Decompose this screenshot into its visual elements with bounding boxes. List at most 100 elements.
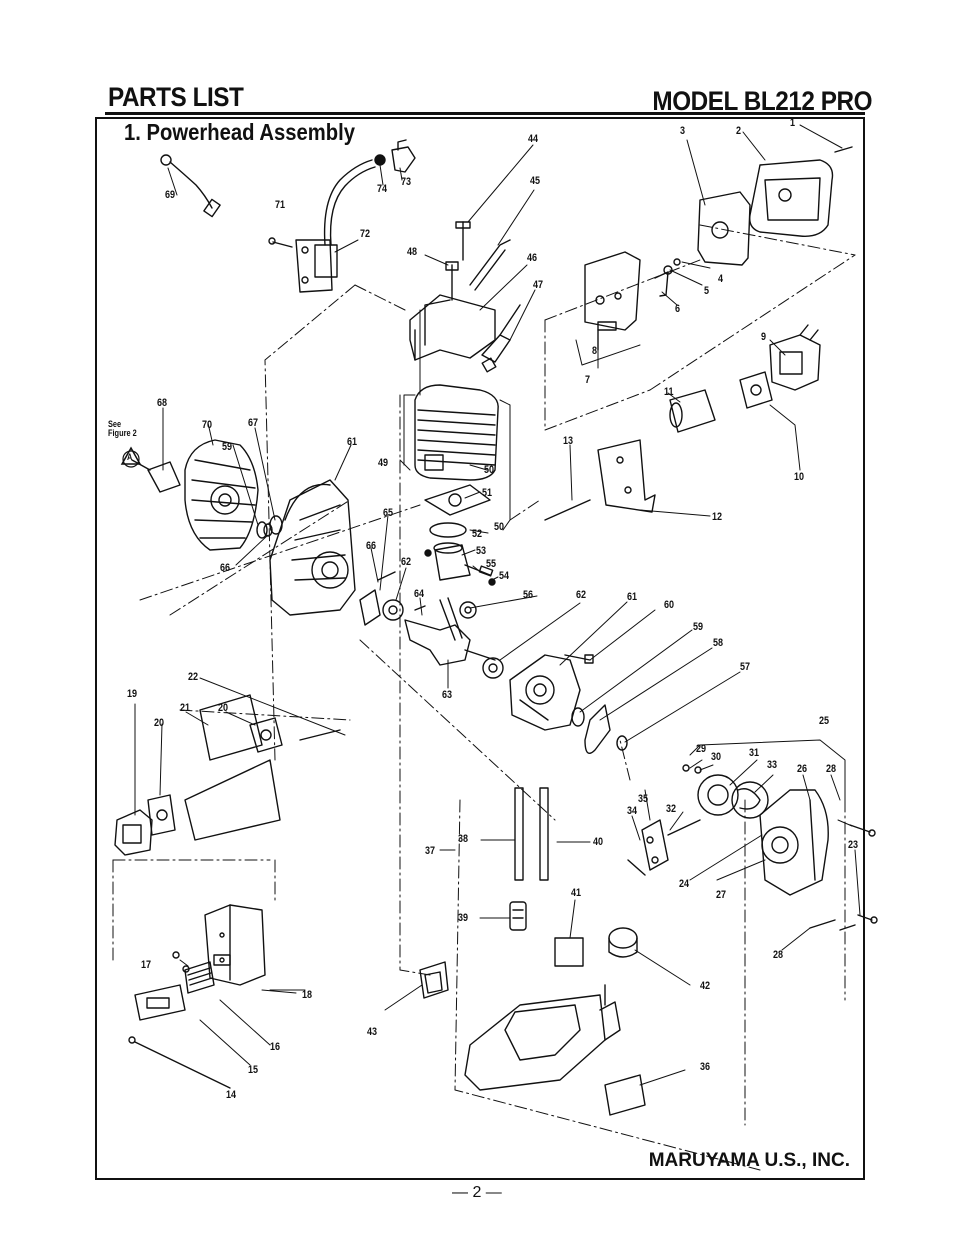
callout-61-left: 61 <box>347 436 358 448</box>
part-44-screw <box>455 221 471 261</box>
part-33-spring <box>731 781 769 819</box>
callout-19: 19 <box>127 688 138 700</box>
callout-46: 46 <box>527 252 538 264</box>
callout-16: 16 <box>270 1041 281 1053</box>
part-46-shroud <box>409 294 496 361</box>
section-title: 1. Powerhead Assembly <box>124 119 355 145</box>
callout-28-top: 28 <box>826 763 837 775</box>
callout-30: 30 <box>711 751 722 763</box>
callout-59-right: 59 <box>693 621 704 633</box>
part-39-filter <box>509 901 527 931</box>
part-51-gasket <box>424 484 491 516</box>
part-61-crankcase <box>269 479 356 616</box>
part-34-35-handle <box>627 819 669 876</box>
callout-43: 43 <box>367 1026 378 1038</box>
callout-35: 35 <box>638 793 649 805</box>
part-62-bearing-right <box>482 657 504 679</box>
callout-66-right: 66 <box>366 540 377 552</box>
callout-40: 40 <box>593 836 604 848</box>
part-58-57-drive <box>571 704 628 754</box>
callout-45: 45 <box>530 175 541 187</box>
part-12-plate <box>597 439 656 513</box>
callout-68: 68 <box>157 397 168 409</box>
part-10-gasket <box>739 371 773 409</box>
callout-73: 73 <box>401 176 412 188</box>
part-47-spark-plug <box>481 304 521 373</box>
part-69-cable <box>160 154 221 218</box>
callout-48: 48 <box>407 246 418 258</box>
callout-72: 72 <box>360 228 371 240</box>
part-61-crankcase-right <box>509 654 581 731</box>
part-48-bolt <box>445 261 459 301</box>
part-73-plug-cap <box>391 139 416 173</box>
callout-15: 15 <box>248 1064 259 1076</box>
part-43-mount <box>419 961 449 999</box>
callout-1: 1 <box>790 117 796 129</box>
part-49-cylinder <box>414 384 499 481</box>
callout-10: 10 <box>794 471 805 483</box>
part-40-fuel-line <box>539 787 549 881</box>
footer-company: MARUYAMA U.S., INC. <box>648 1150 850 1171</box>
callout-11: 11 <box>664 386 674 398</box>
callout-61-right: 61 <box>627 591 638 603</box>
part-26-starter-housing <box>759 789 829 896</box>
part-19-heat-block <box>114 809 153 856</box>
callout-28-bottom: 28 <box>773 949 784 961</box>
callout-67: 67 <box>248 417 259 429</box>
callout-54: 54 <box>499 570 510 582</box>
callout-41: 41 <box>571 887 582 899</box>
part-62-bearing <box>382 599 404 621</box>
callout-32: 32 <box>666 803 677 815</box>
callout-23: 23 <box>848 839 859 851</box>
callout-14: 14 <box>226 1089 237 1101</box>
callout-74: 74 <box>377 183 388 195</box>
part-3-air-filter <box>697 191 751 266</box>
part-32-rope <box>667 819 701 836</box>
part-2-air-cleaner-cover <box>749 159 834 237</box>
callout-55: 55 <box>486 558 497 570</box>
callout-42: 42 <box>700 980 711 992</box>
diagram-frame <box>95 117 865 1180</box>
callout-58: 58 <box>713 637 724 649</box>
callout-66-left: 66 <box>220 562 231 574</box>
part-21-22-shield <box>184 694 341 841</box>
callout-53: 53 <box>476 545 487 557</box>
part-23-28-screws <box>809 824 878 931</box>
callout-20-right: 20 <box>218 702 229 714</box>
callout-65: 65 <box>383 507 394 519</box>
callout-62-right: 62 <box>576 589 587 601</box>
part-52-ring <box>429 522 467 538</box>
part-45-wire <box>469 239 511 291</box>
callout-20-left: 20 <box>154 717 165 729</box>
part-74-grommet <box>374 154 386 166</box>
part-70-flywheel <box>184 439 259 551</box>
callout-25: 25 <box>819 715 830 727</box>
callout-49: 49 <box>378 457 389 469</box>
part-20-gasket <box>249 717 283 753</box>
callout-26: 26 <box>797 763 808 775</box>
circle-a-label: A <box>127 452 133 462</box>
part-31-pulley <box>697 774 739 816</box>
callout-7: 7 <box>585 374 591 386</box>
part-72-ignition-coil <box>295 159 376 293</box>
part-64-key <box>414 605 426 611</box>
callout-27: 27 <box>716 889 727 901</box>
assembly-boundary-lines <box>112 224 856 1171</box>
callout-39: 39 <box>458 912 469 924</box>
part-15-cover <box>134 984 186 1021</box>
callout-51: 51 <box>482 487 493 499</box>
callout-52: 52 <box>472 528 483 540</box>
part-14-screw <box>128 1036 231 1089</box>
callout-4: 4 <box>718 273 724 285</box>
callout-22: 22 <box>188 671 199 683</box>
callout-24: 24 <box>679 878 690 890</box>
callout-29: 29 <box>696 743 707 755</box>
part-18-muffler <box>204 904 266 986</box>
callout-56: 56 <box>523 589 534 601</box>
callout-44: 44 <box>528 133 539 145</box>
part-9-carburetor <box>769 324 821 391</box>
part-4-5-6-bracket <box>654 258 681 297</box>
see-figure-note: See Figure 2 <box>108 419 137 439</box>
callout-34: 34 <box>627 805 638 817</box>
callout-13: 13 <box>563 435 574 447</box>
